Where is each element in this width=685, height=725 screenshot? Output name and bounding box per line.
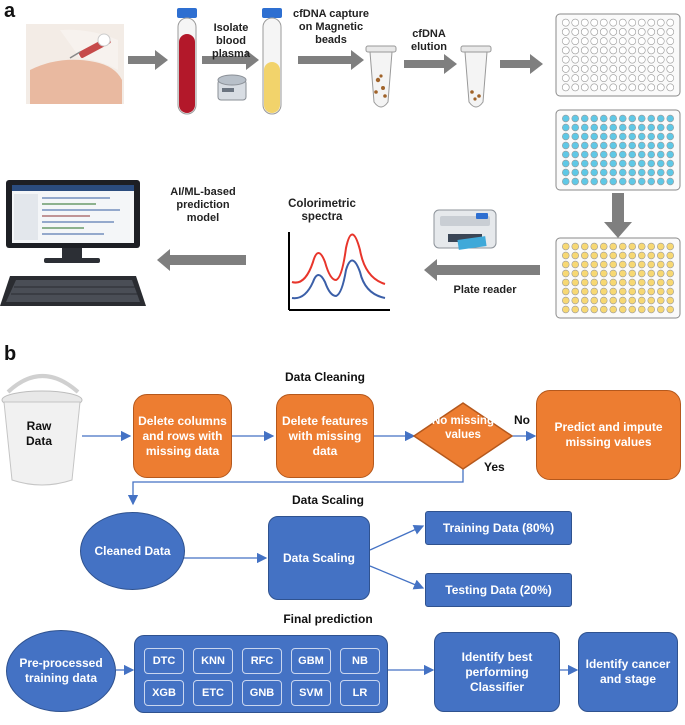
- plasma-tube-icon: [262, 8, 282, 115]
- data-scaling-text: Data Scaling: [282, 550, 356, 565]
- blood-draw-photo: [26, 24, 124, 104]
- delete-features-text: Delete features with missing data: [281, 413, 369, 458]
- arrow-left-2: [157, 249, 246, 271]
- impute-box: Predict and impute missing values: [536, 390, 681, 480]
- arrow-right-2: [202, 50, 259, 70]
- arrow-down-1: [604, 193, 632, 238]
- delete-rows-box: Delete columns and rows with missing dat…: [133, 394, 232, 478]
- computer-icon: [0, 180, 146, 306]
- no-label: No: [514, 413, 530, 427]
- decision-text: No missing values: [432, 415, 494, 441]
- final-prediction-title: Final prediction: [283, 612, 373, 626]
- magnetic-capture-label: cfDNA capture on Magnetic beads: [293, 8, 369, 46]
- plate-yellow-icon: [555, 237, 681, 319]
- classifier-nb: NB: [340, 648, 380, 674]
- testing-data-text: Testing Data (20%): [445, 582, 552, 597]
- delete-features-box: Delete features with missing data: [276, 394, 374, 478]
- arrow-right-1: [128, 50, 168, 70]
- identify-cancer-box: Identify cancer and stage: [578, 632, 678, 712]
- plate-reader-icon: [433, 209, 497, 250]
- training-data-text: Training Data (80%): [442, 520, 555, 535]
- elution-label: cfDNA elution: [410, 28, 448, 53]
- centrifuge-icon: [217, 74, 247, 101]
- classifier-gbm: GBM: [291, 648, 331, 674]
- preprocessed-ellipse: Pre-processed training data: [6, 630, 116, 712]
- raw-data-label: Raw Data: [25, 419, 52, 448]
- impute-text: Predict and impute missing values: [554, 420, 663, 449]
- panel-b-label: b: [4, 343, 17, 365]
- arrow-left-1: [424, 259, 540, 281]
- training-data-box: Training Data (80%): [425, 511, 572, 545]
- data-cleaning-title: Data Cleaning: [284, 370, 365, 384]
- tube-magnetic-beads-icon: [365, 45, 397, 108]
- panel-b-connectors: [1, 374, 579, 676]
- arrow-right-5: [500, 54, 543, 74]
- classifier-lr: LR: [340, 680, 380, 706]
- model-label: AI/ML-based prediction model: [170, 186, 236, 224]
- panel-a-label: a: [4, 0, 16, 22]
- isolate-plasma-label: Isolate blood plasma: [212, 22, 250, 60]
- plate-empty-icon: [555, 13, 681, 97]
- delete-rows-text: Delete columns and rows with missing dat…: [138, 413, 227, 458]
- preprocessed-text: Pre-processed training data: [19, 656, 103, 685]
- arrow-right-3: [298, 50, 364, 70]
- cleaned-data-ellipse: Cleaned Data: [80, 512, 185, 590]
- bucket-icon: [1, 374, 83, 486]
- decision-diamond: [412, 402, 514, 470]
- classifier-etc: ETC: [193, 680, 233, 706]
- plate-cyan-icon: [555, 109, 681, 191]
- classifier-dtc: DTC: [144, 648, 184, 674]
- blood-tube-icon: [177, 8, 197, 115]
- classifier-rfc: RFC: [242, 648, 282, 674]
- cleaned-data-text: Cleaned Data: [94, 543, 171, 558]
- data-scaling-title: Data Scaling: [291, 493, 365, 507]
- yes-label: Yes: [484, 460, 505, 474]
- arrow-right-4: [404, 54, 457, 74]
- best-classifier-text: Identify best performing Classifier: [461, 649, 533, 694]
- panel-a-graphics: [0, 8, 681, 319]
- classifier-knn: KNN: [193, 648, 233, 674]
- classifier-svm: SVM: [291, 680, 331, 706]
- identify-cancer-text: Identify cancer and stage: [585, 657, 671, 686]
- classifier-xgb: XGB: [144, 680, 184, 706]
- plate-reader-label: Plate reader: [453, 284, 517, 296]
- testing-data-box: Testing Data (20%): [425, 573, 572, 607]
- tube-elution-icon: [460, 45, 492, 108]
- data-scaling-box: Data Scaling: [268, 516, 370, 600]
- spectra-label: Colorimetric spectra: [288, 198, 356, 223]
- classifier-gnb: GNB: [242, 680, 282, 706]
- best-classifier-box: Identify best performing Classifier: [434, 632, 560, 712]
- spectra-plot: [288, 232, 390, 311]
